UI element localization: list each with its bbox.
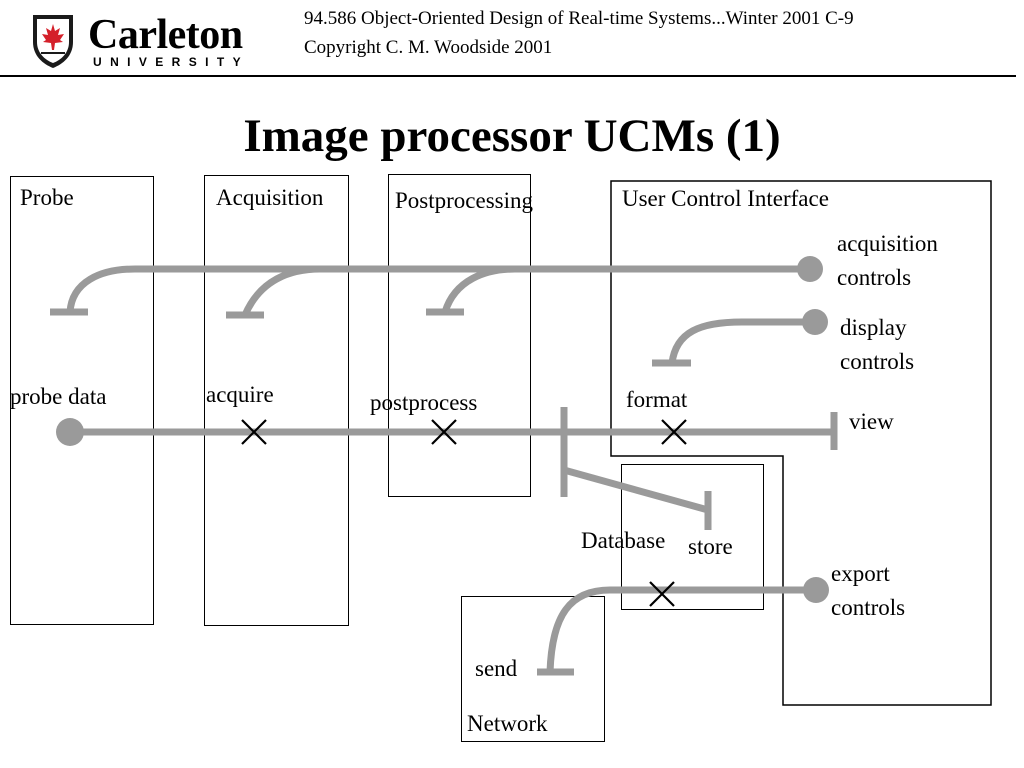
acquire-label: acquire bbox=[206, 382, 274, 407]
postprocessing-branch-path bbox=[441, 265, 516, 314]
network-component-label: Network bbox=[467, 711, 548, 736]
export-responsibility bbox=[649, 581, 675, 607]
acquisition-controls-start-point bbox=[797, 256, 823, 282]
probe-branch-path bbox=[66, 265, 136, 313]
store-path bbox=[563, 466, 709, 514]
postprocessing-component-box bbox=[388, 174, 531, 497]
logo-wordmark: Carleton bbox=[88, 12, 243, 58]
probe-component-box bbox=[10, 176, 154, 625]
view-label: view bbox=[849, 409, 894, 434]
course-line: 94.586 Object-Oriented Design of Real-ti… bbox=[304, 8, 854, 29]
network-component-box bbox=[461, 596, 605, 742]
probe-data-start-point bbox=[56, 418, 84, 446]
export-controls-start-point bbox=[803, 577, 829, 603]
probe-data-label: probe data bbox=[10, 384, 107, 409]
display-controls-start-point bbox=[802, 309, 828, 335]
postprocess-responsibility bbox=[431, 419, 457, 445]
acquire-responsibility bbox=[241, 419, 267, 445]
database-component-box bbox=[621, 464, 764, 610]
format-responsibility bbox=[661, 419, 687, 445]
send-label: send bbox=[475, 656, 518, 681]
store-label: store bbox=[688, 534, 733, 559]
send-branch-path bbox=[546, 586, 611, 673]
format-label: format bbox=[626, 387, 688, 412]
export-controls-label-line1: export bbox=[831, 561, 890, 586]
copyright-line: Copyright C. M. Woodside 2001 bbox=[304, 37, 553, 58]
slide-title: Image processor UCMs (1) bbox=[243, 110, 781, 162]
acquisition-component-box bbox=[204, 175, 349, 626]
display-controls-label-line2: controls bbox=[840, 349, 915, 374]
ucm-paths bbox=[50, 265, 838, 676]
start-points bbox=[56, 256, 829, 603]
acquisition-controls-label-line2: controls bbox=[837, 265, 912, 290]
user-control-interface-component-label: User Control Interface bbox=[622, 186, 829, 211]
display-branch-path bbox=[668, 318, 743, 364]
acquisition-component-label: Acquisition bbox=[216, 185, 324, 210]
header-divider bbox=[0, 75, 1016, 77]
acquisition-branch-path bbox=[241, 265, 321, 317]
user-control-interface-component-box bbox=[610, 180, 992, 706]
responsibility-marks bbox=[241, 419, 687, 607]
acquisition-controls-label-line1: acquisition bbox=[837, 231, 938, 256]
postprocess-label: postprocess bbox=[370, 390, 478, 415]
logo-subtitle: UNIVERSITY bbox=[93, 55, 250, 69]
carleton-shield-icon bbox=[33, 15, 73, 68]
database-component-label: Database bbox=[581, 528, 666, 553]
display-controls-label-line1: display bbox=[840, 315, 907, 340]
probe-component-label: Probe bbox=[20, 185, 74, 210]
postprocessing-component-label: Postprocessing bbox=[395, 188, 533, 213]
export-controls-label-line2: controls bbox=[831, 595, 906, 620]
